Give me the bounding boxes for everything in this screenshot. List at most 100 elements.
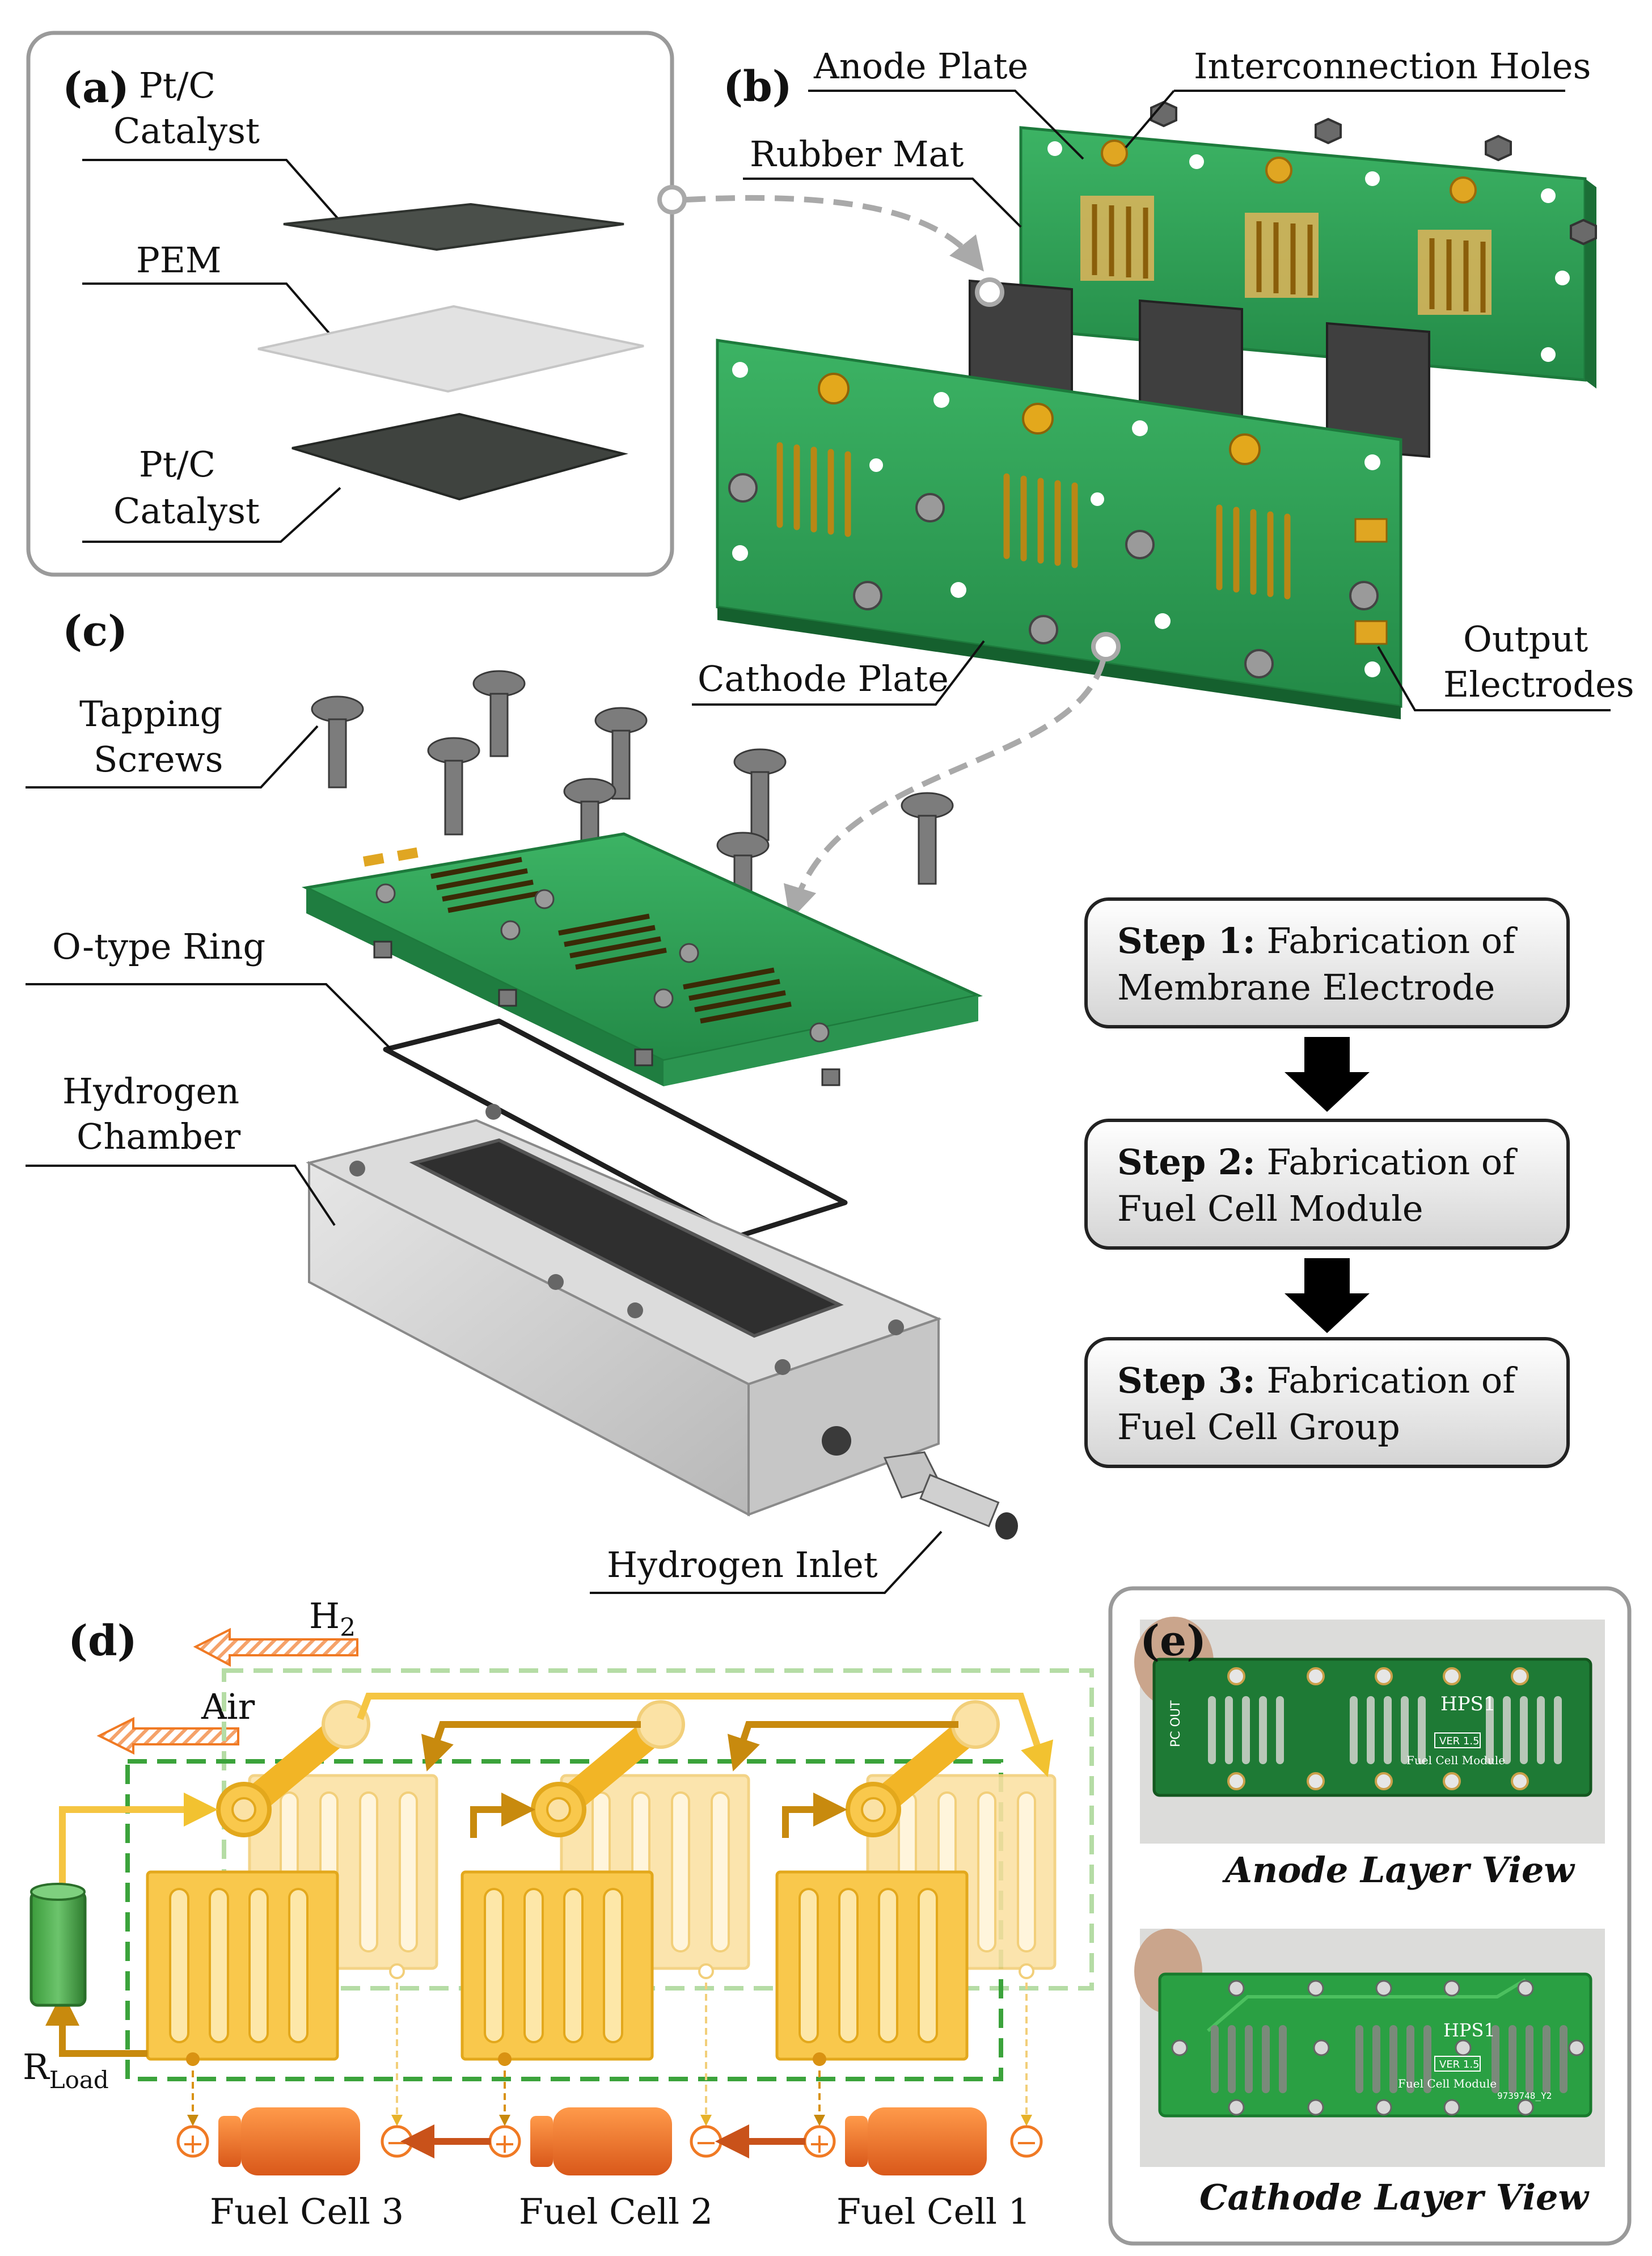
cathode-photo-version: VER 1.5 bbox=[1439, 2059, 1480, 2071]
step-3-line2: Fuel Cell Group bbox=[1117, 1406, 1400, 1448]
step-1-line1: Fabrication of bbox=[1256, 920, 1518, 962]
chamber-inlet-hole bbox=[822, 1426, 851, 1456]
step-2-line1: Fabrication of bbox=[1256, 1141, 1518, 1183]
step-3-box: Step 3: Fabrication of Fuel Cell Group bbox=[1084, 1337, 1570, 1468]
output-electrodes-label-1: Output bbox=[1463, 618, 1588, 660]
module-gold-pads bbox=[363, 847, 419, 867]
h2-label: H2 bbox=[309, 1595, 356, 1642]
rubber-mat-node bbox=[975, 277, 1004, 307]
panel-b: (b) bbox=[692, 45, 1634, 719]
svg-text:Step 3: Fabrication of: Step 3: Fabrication of bbox=[1117, 1360, 1518, 1401]
chamber-cavity bbox=[409, 1138, 844, 1338]
load-label: RLoad bbox=[23, 2046, 109, 2094]
anode-plate-edge bbox=[1585, 179, 1596, 389]
hydrogen-chamber-label-1: Hydrogen bbox=[62, 1070, 239, 1112]
step-arrow-1 bbox=[1285, 1037, 1370, 1112]
interconnection-tubes bbox=[216, 1700, 1000, 1837]
panel-e-label: (e) bbox=[1140, 1617, 1206, 1665]
fuel-cell-2-label: Fuel Cell 2 bbox=[519, 2191, 713, 2232]
anode-photo-brand: HPS1 bbox=[1440, 1693, 1495, 1715]
layer-mid-label: PEM bbox=[136, 239, 221, 281]
fuel-cell-1-label: Fuel Cell 1 bbox=[836, 2191, 1030, 2232]
cell-2-plus: + bbox=[493, 2128, 516, 2160]
catalyst-bottom-layer bbox=[291, 412, 628, 501]
layer-top-label-2: Catalyst bbox=[113, 110, 260, 151]
panel-c: (c) bbox=[26, 607, 1018, 1594]
cell-1-minus: − bbox=[1015, 2127, 1038, 2158]
cathode-view-label: Cathode Layer View bbox=[1199, 2177, 1590, 2218]
cell-symbols: + − + − + − bbox=[176, 2107, 1043, 2175]
tapping-screws-label-2: Screws bbox=[94, 739, 223, 780]
anode-photo-version: VER 1.5 bbox=[1439, 1735, 1480, 1747]
cell-1-plus: + bbox=[808, 2128, 831, 2160]
air-flow-arrow bbox=[96, 1717, 239, 1755]
svg-text:Step 1: Fabrication of: Step 1: Fabrication of bbox=[1117, 920, 1518, 962]
connector-node-a bbox=[657, 185, 687, 214]
air-label: Air bbox=[201, 1686, 255, 1727]
hydrogen-inlet-fitting bbox=[883, 1451, 1018, 1540]
cathode-screws bbox=[728, 473, 1379, 678]
panel-a-label: (a) bbox=[62, 64, 129, 112]
cathode-gold-washers bbox=[818, 373, 1261, 465]
module-screw-heads bbox=[375, 883, 830, 1043]
anode-photo-holes bbox=[1227, 1667, 1529, 1790]
cathode-photo-version-box bbox=[1434, 2056, 1481, 2072]
anode-photo-module: Fuel Cell Module bbox=[1406, 1753, 1505, 1767]
layer-bot-label-1: Pt/C bbox=[139, 444, 216, 485]
connector-node-b bbox=[1091, 632, 1121, 661]
hydrogen-chamber-label-2: Chamber bbox=[77, 1116, 241, 1157]
chamber-mount-holes bbox=[349, 1104, 904, 1375]
hydrogen-inlet-label: Hydrogen Inlet bbox=[607, 1544, 878, 1585]
svg-text:Step 2: Fabrication of: Step 2: Fabrication of bbox=[1117, 1141, 1518, 1183]
cathode-photo-slots bbox=[1211, 2025, 1568, 2093]
pem-layer bbox=[257, 305, 644, 393]
current-paths bbox=[45, 1693, 1054, 2057]
cell-3-minus: − bbox=[386, 2127, 408, 2158]
steps-flow: Step 1: Fabrication of Membrane Electrod… bbox=[1084, 897, 1570, 1468]
step-1-box: Step 1: Fabrication of Membrane Electrod… bbox=[1084, 897, 1570, 1028]
panel-b-label: (b) bbox=[723, 62, 792, 111]
anode-dashed-outline bbox=[222, 1668, 1094, 1991]
step-arrow-2 bbox=[1285, 1258, 1370, 1333]
step-1-line2: Membrane Electrode bbox=[1117, 967, 1495, 1008]
cathode-plate-edge bbox=[717, 607, 1401, 719]
cathode-photo-module: Fuel Cell Module bbox=[1398, 2077, 1497, 2090]
module-slots bbox=[430, 857, 792, 1024]
terminal-dots bbox=[186, 1963, 1034, 2066]
panel-e: PC OUT HPS1 VER 1.5 Fuel Cell Module Ano… bbox=[1108, 1586, 1632, 2246]
step-3-title: Step 3: bbox=[1117, 1360, 1256, 1401]
step-3-line1: Fabrication of bbox=[1256, 1360, 1518, 1401]
cathode-plate-label: Cathode Plate bbox=[698, 658, 949, 699]
step-1-title: Step 1: bbox=[1117, 920, 1256, 962]
terminal-drops bbox=[187, 1971, 1032, 2126]
interconnection-holes-label: Interconnection Holes bbox=[1194, 45, 1591, 87]
panel-c-label: (c) bbox=[62, 607, 128, 656]
anode-plate-label: Anode Plate bbox=[813, 45, 1028, 87]
cell-3-plus: + bbox=[181, 2128, 204, 2160]
anode-photo-version-box bbox=[1434, 1732, 1481, 1748]
connector-a-b bbox=[686, 195, 985, 272]
step-2-line2: Fuel Cell Module bbox=[1117, 1188, 1423, 1229]
interconnection-holes bbox=[1101, 140, 1477, 204]
cathode-photo-serial: 9739748_Y2 bbox=[1497, 2090, 1552, 2101]
output-electrodes bbox=[1354, 518, 1388, 645]
panel-a-frame bbox=[26, 31, 674, 577]
cathode-electrode-slots bbox=[169, 1888, 938, 2043]
output-electrodes-label-2: Electrodes bbox=[1443, 664, 1634, 705]
panel-d: (d) H2 Air bbox=[23, 1595, 1094, 2232]
tapping-screws-label-1: Tapping bbox=[79, 693, 222, 735]
step-2-box: Step 2: Fabrication of Fuel Cell Module bbox=[1084, 1119, 1570, 1250]
catalyst-top-layer bbox=[283, 203, 624, 251]
cathode-mount-holes bbox=[732, 362, 1380, 677]
anode-slots bbox=[1092, 204, 1486, 313]
h2-flow-arrow bbox=[193, 1627, 358, 1667]
anode-view-label: Anode Layer View bbox=[1222, 1849, 1575, 1891]
o-ring-label: O-type Ring bbox=[52, 926, 265, 967]
anode-photo-port: PC OUT bbox=[1169, 1700, 1183, 1747]
cathode-photo-brand: HPS1 bbox=[1443, 2019, 1495, 2041]
panel-e-frame bbox=[1108, 1586, 1632, 2246]
cathode-photo-screws bbox=[1171, 1980, 1585, 2116]
panel-d-label: (d) bbox=[68, 1617, 137, 1665]
panel-a: (a) Pt/C Catalyst PEM Pt/C Catalyst bbox=[26, 31, 674, 577]
fuel-cell-3-label: Fuel Cell 3 bbox=[210, 2191, 404, 2232]
